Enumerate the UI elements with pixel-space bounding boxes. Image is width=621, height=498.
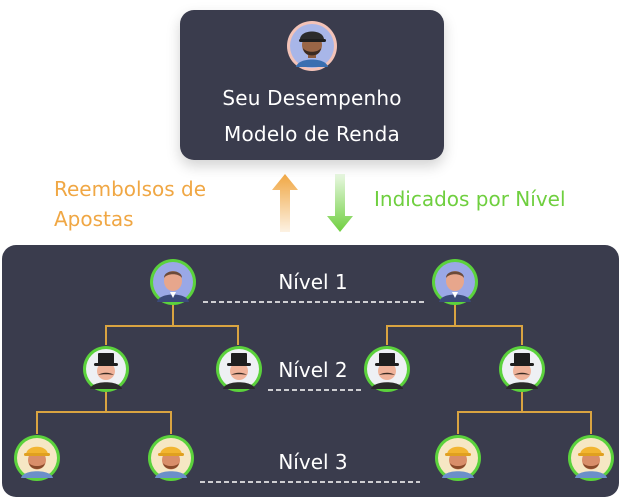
top-hat-gentleman-avatar — [364, 346, 410, 392]
man-with-cap-avatar — [287, 21, 337, 71]
card-title: Seu Desempenho — [222, 86, 402, 110]
rebates-label: Reembolsos de Apostas — [54, 174, 206, 234]
performance-card: Seu Desempenho Modelo de Renda — [180, 10, 444, 160]
level-3-label: Nível 3 — [278, 450, 348, 474]
arrow-up-icon — [272, 174, 298, 232]
rebates-label-line1: Reembolsos de — [54, 177, 207, 201]
top-hat-gentleman-avatar — [83, 346, 129, 392]
hard-hat-worker-avatar — [568, 435, 614, 481]
top-hat-gentleman-avatar — [216, 346, 262, 392]
card-subtitle: Modelo de Renda — [224, 122, 400, 146]
hard-hat-worker-avatar — [14, 435, 60, 481]
level-2-label: Nível 2 — [278, 358, 348, 382]
referrals-label: Indicados por Nível — [374, 187, 566, 211]
businessman-avatar — [150, 259, 196, 305]
rebates-label-line2: Apostas — [54, 207, 134, 231]
businessman-avatar — [432, 259, 478, 305]
hard-hat-worker-avatar — [435, 435, 481, 481]
level-1-label: Nível 1 — [278, 270, 348, 294]
hard-hat-worker-avatar — [148, 435, 194, 481]
arrow-down-icon — [327, 174, 353, 232]
top-hat-gentleman-avatar — [499, 346, 545, 392]
